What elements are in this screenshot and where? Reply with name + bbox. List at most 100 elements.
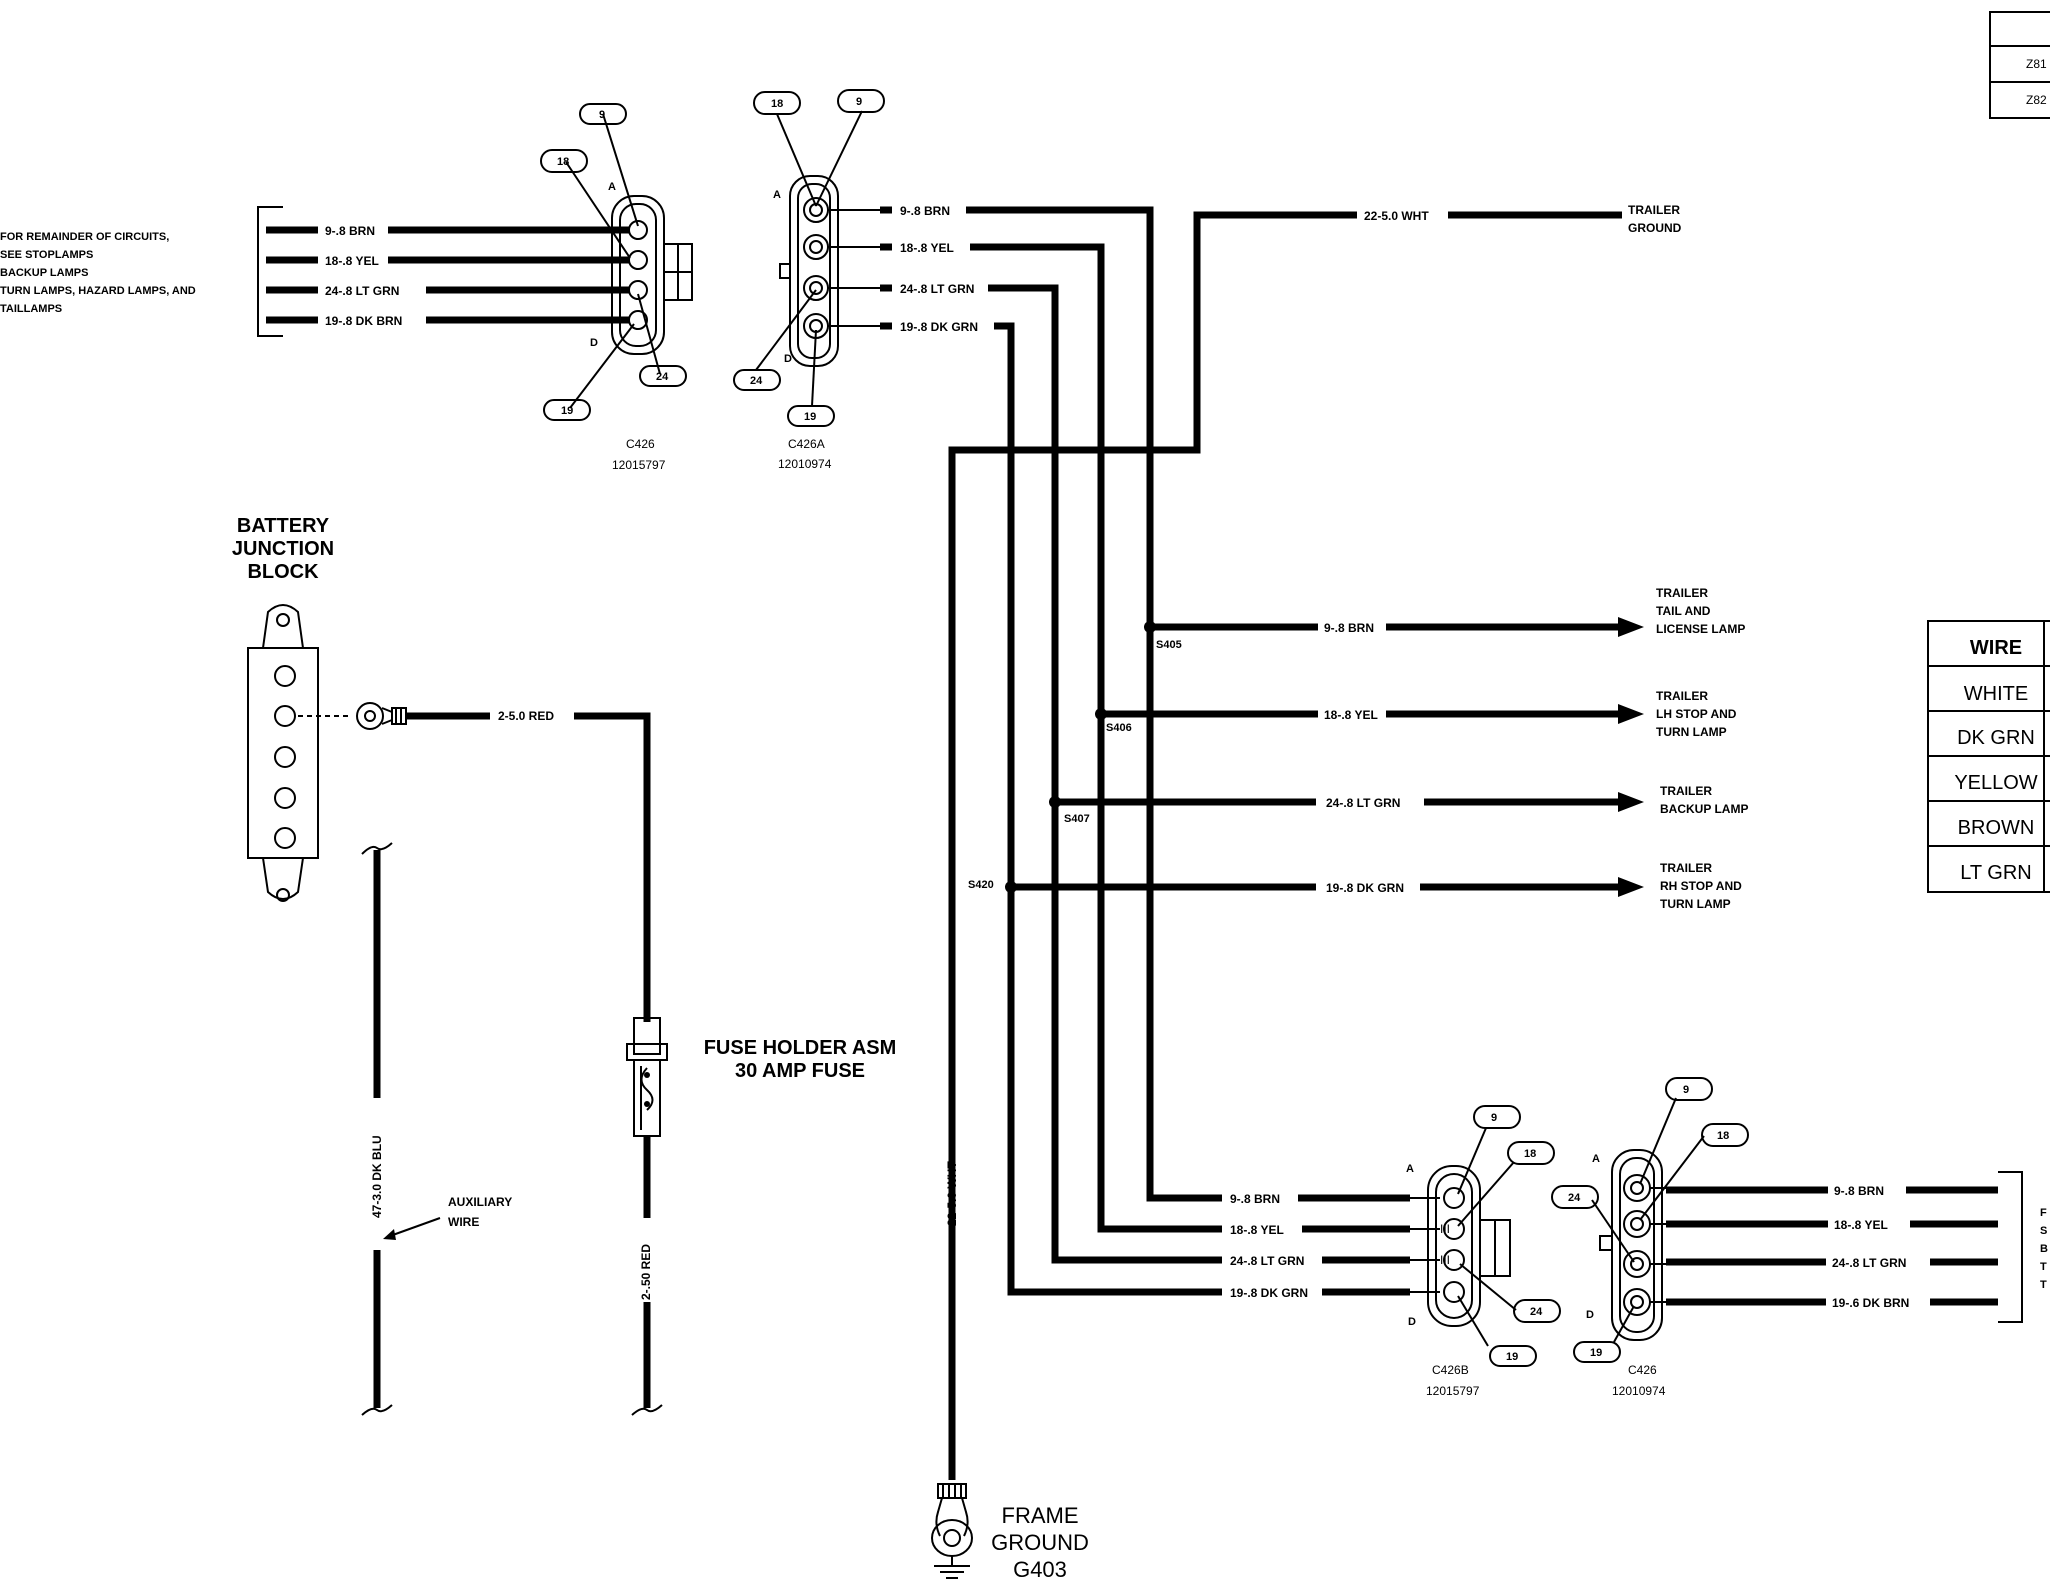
fuse-label-2: 30 AMP FUSE <box>735 1060 865 1082</box>
frame-ground-1: FRAME <box>1002 1503 1079 1528</box>
block-title-1: BATTERY <box>237 515 330 537</box>
wire-label: 24-.8 LT GRN <box>1230 1254 1304 1268</box>
fuse-holder: FUSE HOLDER ASM 30 AMP FUSE <box>626 1017 896 1137</box>
frame-ground-2: GROUND <box>991 1530 1089 1555</box>
splice-s407 <box>1049 796 1061 808</box>
dest-line: TRAILER <box>1628 203 1680 217</box>
svg-text:III: III <box>1440 1222 1450 1236</box>
left-bracket <box>257 206 283 337</box>
pin-a-label: A <box>608 181 616 193</box>
pin-d-label: D <box>1586 1309 1594 1321</box>
wire-label: 22-5.0 WHT <box>945 1161 959 1226</box>
wire-color-legend: WIRE WHITE DK GRN YELLOW BROWN LT GRN <box>1927 620 2050 893</box>
connector-part: 12010974 <box>778 457 832 471</box>
wire-label: 24-.8 LT GRN <box>1832 1256 1906 1270</box>
callout: 19 <box>1590 1347 1602 1359</box>
dest-line: LICENSE LAMP <box>1656 622 1745 636</box>
connector-name: C426A <box>788 437 825 451</box>
dest-line: TRAILER <box>1656 689 1708 703</box>
callout: 24 <box>750 375 763 387</box>
wire-label: 2-.50 RED <box>639 1244 653 1300</box>
callout: 24 <box>1530 1306 1543 1318</box>
connector-name: C426 <box>626 437 655 451</box>
wire-label: 24-.8 LT GRN <box>1326 796 1400 810</box>
wire-label: 9-.8 BRN <box>1324 621 1374 635</box>
wire-label: 9-.8 BRN <box>1834 1184 1884 1198</box>
right-note-line: F <box>2040 1207 2047 1219</box>
wire-label: 19-.8 DK BRN <box>325 314 402 328</box>
right-note-line: S <box>2040 1225 2047 1237</box>
callout: 9 <box>856 96 862 108</box>
connector-c426b-bottom: III III A D 9 18 24 19 C426B 12015797 <box>1406 1105 1561 1398</box>
dest-line: TAIL AND <box>1656 604 1711 618</box>
connector-part: 12015797 <box>1426 1384 1480 1398</box>
wire-label: 24-.8 LT GRN <box>325 284 399 298</box>
right-note-line: B <box>2040 1243 2048 1255</box>
note-line-3: BACKUP LAMPS <box>0 267 88 279</box>
dest-line: TRAILER <box>1660 784 1712 798</box>
callout: 24 <box>1568 1192 1581 1204</box>
splice-label: S420 <box>968 879 994 891</box>
callout: 24 <box>656 371 669 383</box>
output-arrows <box>1618 617 1644 897</box>
legend-row: WHITE <box>1964 683 2028 705</box>
dest-line: BACKUP LAMP <box>1660 802 1748 816</box>
pin-a-label: A <box>1592 1153 1600 1165</box>
pin-d-label: D <box>590 337 598 349</box>
callout: 19 <box>804 411 816 423</box>
red-wire: 2-5.0 RED 2-.50 RED <box>406 709 663 1416</box>
top-left-wires: 9-.8 BRN 18-.8 YEL 24-.8 LT GRN 19-.8 DK… <box>266 224 630 328</box>
note-line-2: SEE STOPLAMPS <box>0 249 93 261</box>
legend-header: WIRE <box>1970 637 2022 659</box>
note-line-1: FOR REMAINDER OF CIRCUITS, <box>0 231 169 243</box>
dest-line: TURN LAMP <box>1656 725 1727 739</box>
bottom-right-wires: 9-.8 BRN 18-.8 YEL 24-.8 LT GRN 19-.6 DK… <box>1650 1171 2048 1323</box>
connector-name: C426B <box>1432 1363 1469 1377</box>
legend-row: DK GRN <box>1957 727 2035 749</box>
wire-label: 22-5.0 WHT <box>1364 209 1429 223</box>
wire-label: 18-.8 YEL <box>900 241 954 255</box>
callout: 19 <box>561 405 573 417</box>
splice-s405 <box>1144 621 1156 633</box>
note-line-5: TAILLAMPS <box>0 303 62 315</box>
dest-line: TRAILER <box>1656 586 1708 600</box>
block-title-3: BLOCK <box>247 561 319 583</box>
connector-part: 12010974 <box>1612 1384 1666 1398</box>
left-circuit-note: FOR REMAINDER OF CIRCUITS, SEE STOPLAMPS… <box>0 206 283 337</box>
callout: 18 <box>771 98 783 110</box>
c426a-pin-stubs <box>828 209 880 327</box>
bottom-mid-labels: 9-.8 BRN 18-.8 YEL 24-.8 LT GRN 19-.8 DK… <box>1230 1192 1410 1300</box>
callout: 9 <box>1683 1084 1689 1096</box>
dest-line: RH STOP AND <box>1660 879 1742 893</box>
wire-label: 18-.8 YEL <box>1324 708 1378 722</box>
wire-label: 47-3.0 DK BLU <box>370 1135 384 1218</box>
splice-s420 <box>1005 881 1017 893</box>
wire-label: 2-5.0 RED <box>498 709 554 723</box>
splice-label: S406 <box>1106 722 1132 734</box>
frame-ground: 22-5.0 WHT FRAME GROUND G403 <box>931 1161 1089 1582</box>
callout: 9 <box>599 109 605 121</box>
pin-d-label: D <box>1408 1316 1416 1328</box>
wire-label: 18-.8 YEL <box>1230 1223 1284 1237</box>
callout: 18 <box>1524 1148 1536 1160</box>
pin-a-label: A <box>773 189 781 201</box>
connector-c426-bottom: A D 9 18 24 19 C426 12010974 <box>1551 1077 1749 1398</box>
wire-label: 9-.8 BRN <box>325 224 375 238</box>
wire-label: 19-.8 DK GRN <box>1230 1286 1308 1300</box>
dest-line: GROUND <box>1628 221 1682 235</box>
wire-label: 18-.8 YEL <box>325 254 379 268</box>
splices: S405 S406 S407 S420 <box>968 621 1182 893</box>
corner-row-1: Z81 <box>2026 57 2047 71</box>
frame-ground-3: G403 <box>1013 1557 1067 1582</box>
connector-c426-top: A D 9 18 24 19 C426 12015797 <box>540 103 693 472</box>
destinations: TRAILER GROUND TRAILER TAIL AND LICENSE … <box>1628 203 1748 911</box>
note-line-4: TURN LAMPS, HAZARD LAMPS, AND <box>0 285 196 297</box>
connector-name: C426 <box>1628 1363 1657 1377</box>
output-labels: 9-.8 BRN 18-.8 YEL 24-.8 LT GRN 19-.8 DK… <box>1324 621 1404 895</box>
pin-d-label: D <box>784 353 792 365</box>
wire-label: 24-.8 LT GRN <box>900 282 974 296</box>
battery-junction-block: BATTERY JUNCTION BLOCK <box>232 515 407 902</box>
dest-line: LH STOP AND <box>1656 707 1737 721</box>
callout: 19 <box>1506 1351 1518 1363</box>
